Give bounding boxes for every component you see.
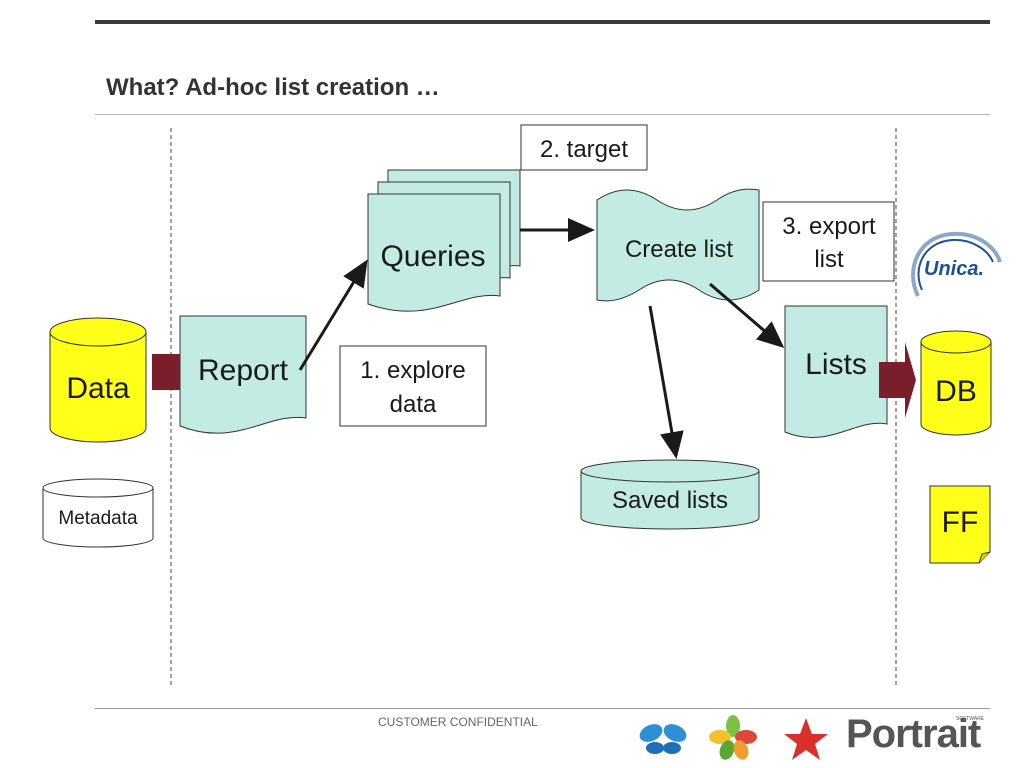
saved-lists-store: Saved lists: [580, 459, 760, 530]
data-store: Data: [49, 317, 147, 443]
ff-file: FF: [929, 485, 991, 564]
lists-label: Lists: [805, 348, 867, 381]
step3-label-line2: list: [814, 246, 844, 273]
footer-rule: [95, 708, 990, 709]
title-rule: [95, 114, 990, 115]
createlist-to-savedlists-arrow: [648, 305, 684, 459]
slide-title: What? Ad-hoc list creation …: [106, 74, 440, 101]
createlist-to-lists-arrow: [709, 282, 785, 348]
step3-box: 3. export list: [762, 201, 895, 282]
create-list-shape: Create list: [596, 188, 760, 302]
step1-box: 1. explore data: [339, 345, 487, 427]
queries-label: Queries: [380, 240, 485, 273]
create-list-label: Create list: [625, 236, 733, 263]
step2-box: 2. target: [520, 124, 648, 171]
portrait-logo: Portrait: [846, 712, 981, 756]
step2-label: 2. target: [540, 136, 628, 163]
db-label: DB: [935, 375, 977, 408]
saved-lists-label: Saved lists: [612, 487, 728, 514]
metadata-store: Metadata: [42, 478, 154, 548]
metadata-store-label: Metadata: [58, 508, 138, 529]
report-document: Report: [179, 315, 307, 434]
queries-documents: Queries: [367, 169, 521, 312]
step1-label-line2: data: [390, 391, 437, 418]
data-store-label: Data: [66, 372, 130, 405]
db-store: DB: [920, 330, 992, 436]
lists-document: Lists: [784, 305, 888, 438]
unica-swoosh-icon: [911, 231, 1002, 297]
lists-to-db-arrow: [879, 342, 916, 418]
green-flower-icon: [709, 715, 757, 760]
portrait-logo-small: SOFTWARE: [956, 716, 985, 722]
ff-label: FF: [942, 506, 979, 539]
footer-confidential: CUSTOMER CONFIDENTIAL: [378, 715, 538, 729]
step3-label-line1: 3. export: [782, 213, 876, 240]
unica-logo: Unica.: [924, 258, 985, 280]
step1-label-line1: 1. explore: [360, 357, 465, 384]
top-bar: [95, 20, 990, 24]
report-to-queries-arrow: [298, 259, 368, 371]
red-star-icon: [784, 718, 828, 760]
report-label: Report: [198, 354, 289, 387]
blue-flower-icon: [639, 724, 687, 754]
